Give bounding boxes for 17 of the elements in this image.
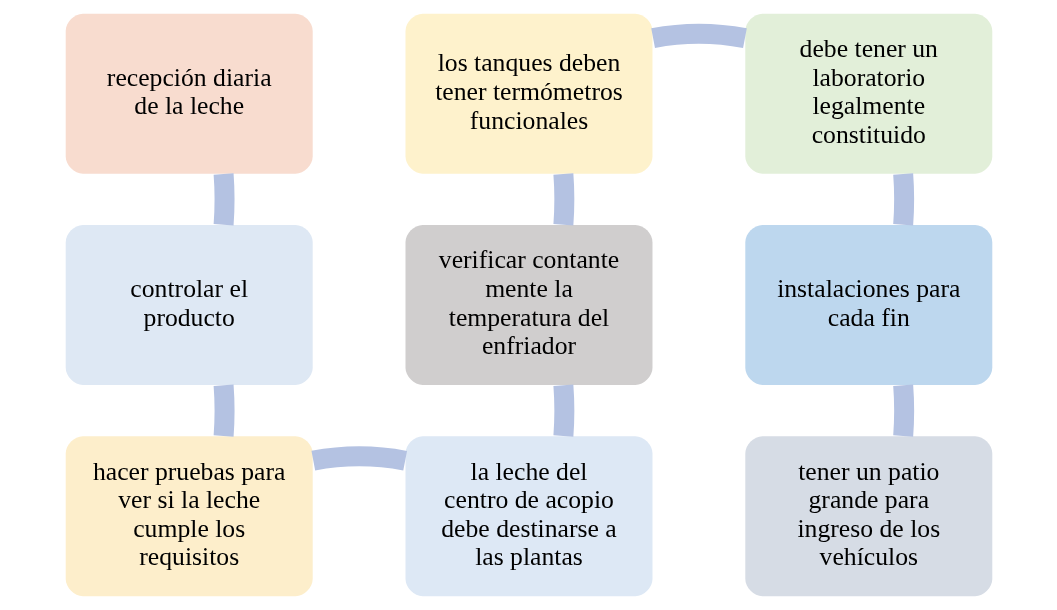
connector (213, 384, 235, 437)
node-box: los tanques deben tener termómetros funcionales (405, 13, 652, 174)
node-box: verificar contante mente la temperatura del enfriador (405, 225, 652, 385)
connector (552, 384, 574, 437)
connector (552, 173, 574, 226)
connector (650, 23, 747, 48)
connector (213, 173, 235, 226)
connector (892, 384, 914, 437)
node-box: instalaciones para cada fin (744, 225, 992, 385)
node-box: controlar el producto (65, 225, 313, 385)
connector (892, 173, 914, 226)
connector (311, 446, 407, 471)
node-box: recepción diaria de la leche (65, 13, 313, 174)
node-box: la leche del centro de acopio debe destinarse a las plantas (405, 436, 652, 597)
node-box: debe tener un laboratorio legalmente constituido (744, 13, 992, 174)
node-box: hacer pruebas para ver si la leche cumple los requisitos (65, 436, 313, 597)
node-box: tener un patio grande para ingreso de los vehículos (744, 436, 992, 597)
